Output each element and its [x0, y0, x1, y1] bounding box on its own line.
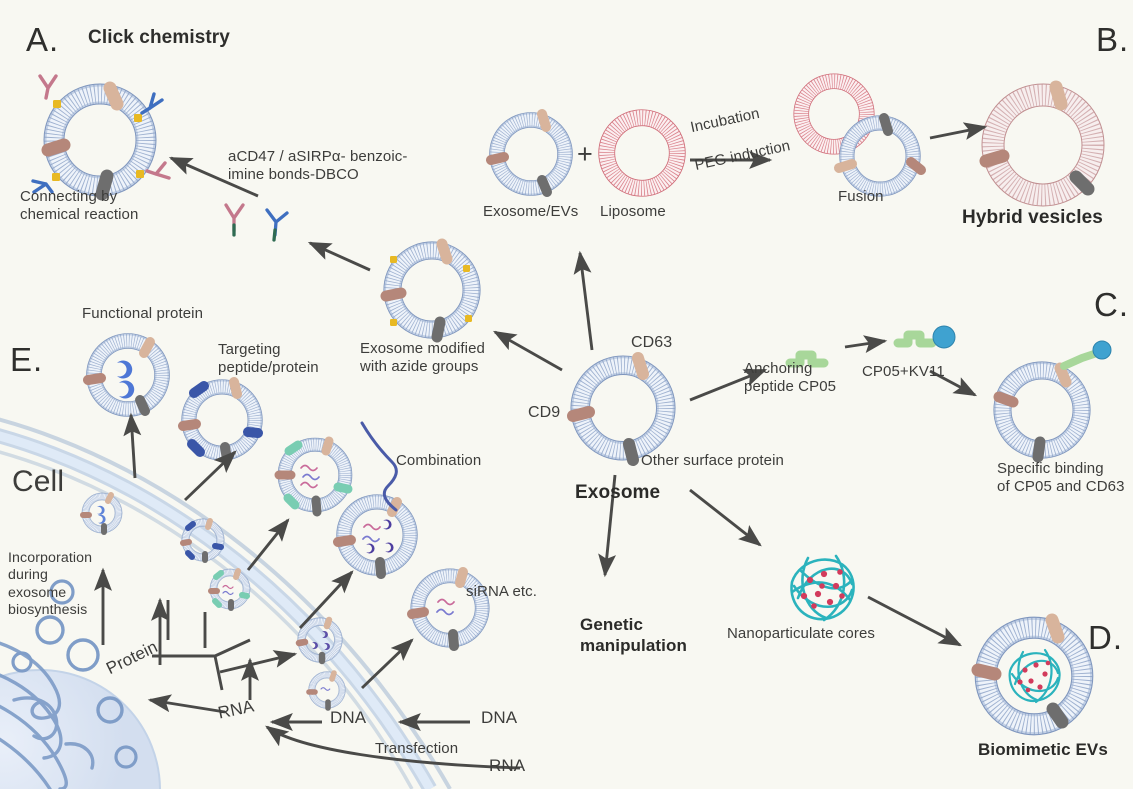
sirna-squiggle-icon — [300, 464, 320, 489]
intracellular-vesicle-5 — [309, 672, 346, 709]
panel-c-letter: C. — [1094, 286, 1129, 323]
intracellular-vesicle-4 — [298, 618, 343, 663]
cp05-bound-exosome-icon — [994, 340, 1112, 458]
anchoring-label: Anchoring peptide CP05 — [744, 360, 837, 396]
transfection-label: Transfection — [375, 740, 459, 757]
cell-label: Cell — [12, 465, 65, 498]
cp05-kv11-label: CP05+KV11 — [862, 363, 945, 380]
targeting-peptide-label: Targeting peptide/protein — [218, 341, 319, 377]
functional-protein-icon — [117, 360, 135, 399]
other-surface-protein-label: Other surface protein — [641, 452, 785, 469]
plus-sign: + — [577, 139, 593, 169]
sirna-label: siRNA etc. — [466, 583, 538, 600]
rna-inner-label: RNA — [216, 696, 256, 723]
azide-exosome-label: Exosome modified with azide groups — [360, 340, 485, 376]
rna-outer-label: RNA — [489, 756, 526, 775]
dna-inner-label: DNA — [330, 708, 367, 727]
panel-b-letter: B. — [1096, 21, 1130, 58]
cd9-label: CD9 — [528, 404, 561, 421]
mixed-cargo-exosome-icon — [337, 495, 418, 576]
panel-d-letter: D. — [1088, 619, 1123, 656]
exosome-evs-label: Exosome/EVs — [483, 203, 579, 220]
antibody-icon-blue — [265, 208, 289, 242]
cd63-label: CD63 — [631, 334, 673, 351]
intracellular-vesicle-3 — [210, 569, 250, 609]
fusion-icon — [794, 74, 921, 196]
targeting-peptide-exosome-icon — [182, 380, 263, 461]
exosome-label: Exosome — [575, 482, 661, 503]
genetic-manipulation-label: Genetic manipulation — [580, 615, 687, 655]
connecting-label: Connecting by chemical reaction — [20, 188, 139, 224]
incorporation-label: Incorporation during exosome biosynthesi… — [8, 550, 93, 618]
protein-label: Protein — [103, 637, 161, 679]
cp05-kv11-icon — [893, 325, 956, 349]
nanoparticulate-cores-label: Nanoparticulate cores — [727, 625, 876, 642]
panel-a-letter: A. — [26, 21, 60, 58]
specific-binding-label: Specific binding of CP05 and CD63 — [997, 460, 1125, 496]
combination-bracket-icon — [360, 421, 398, 512]
liposome-label: Liposome — [600, 203, 666, 220]
biomimetic-ev-icon — [975, 617, 1093, 735]
hybrid-vesicles-label: Hybrid vesicles — [962, 207, 1103, 228]
panel-e-letter: E. — [10, 341, 44, 378]
liposome-icon — [599, 110, 686, 197]
panel-a-title: Click chemistry — [88, 27, 230, 48]
biomimetic-evs-label: Biomimetic EVs — [978, 740, 1108, 759]
panel-a-exosome-antibodies — [31, 76, 171, 196]
functional-protein-label: Functional protein — [82, 305, 204, 322]
exosome-evs-icon — [490, 113, 573, 196]
sirna-exosome-icon — [411, 569, 489, 647]
dna-outer-label: DNA — [481, 708, 518, 727]
incubation-label: Incubation — [688, 104, 762, 137]
azide-modified-exosome — [384, 242, 480, 338]
fusion-label: Fusion — [838, 188, 884, 205]
hybrid-vesicle-icon — [982, 84, 1104, 206]
acd47-label: aCD47 / aSIRPα- benzoic- imine bonds-DBC… — [228, 148, 408, 184]
combination-label: Combination — [396, 452, 482, 469]
nanoparticulate-core-icon — [790, 554, 855, 622]
functional-protein-exosome-icon — [87, 334, 170, 417]
peg-label: PEG induction — [693, 137, 792, 174]
central-exosome-icon — [571, 356, 675, 460]
antibody-icon-pink — [224, 203, 245, 237]
intracellular-vesicle-2 — [182, 519, 225, 562]
combination-exosome-icon — [278, 438, 352, 512]
protein-branch-icon — [152, 600, 251, 691]
intracellular-vesicle-1 — [82, 493, 122, 533]
